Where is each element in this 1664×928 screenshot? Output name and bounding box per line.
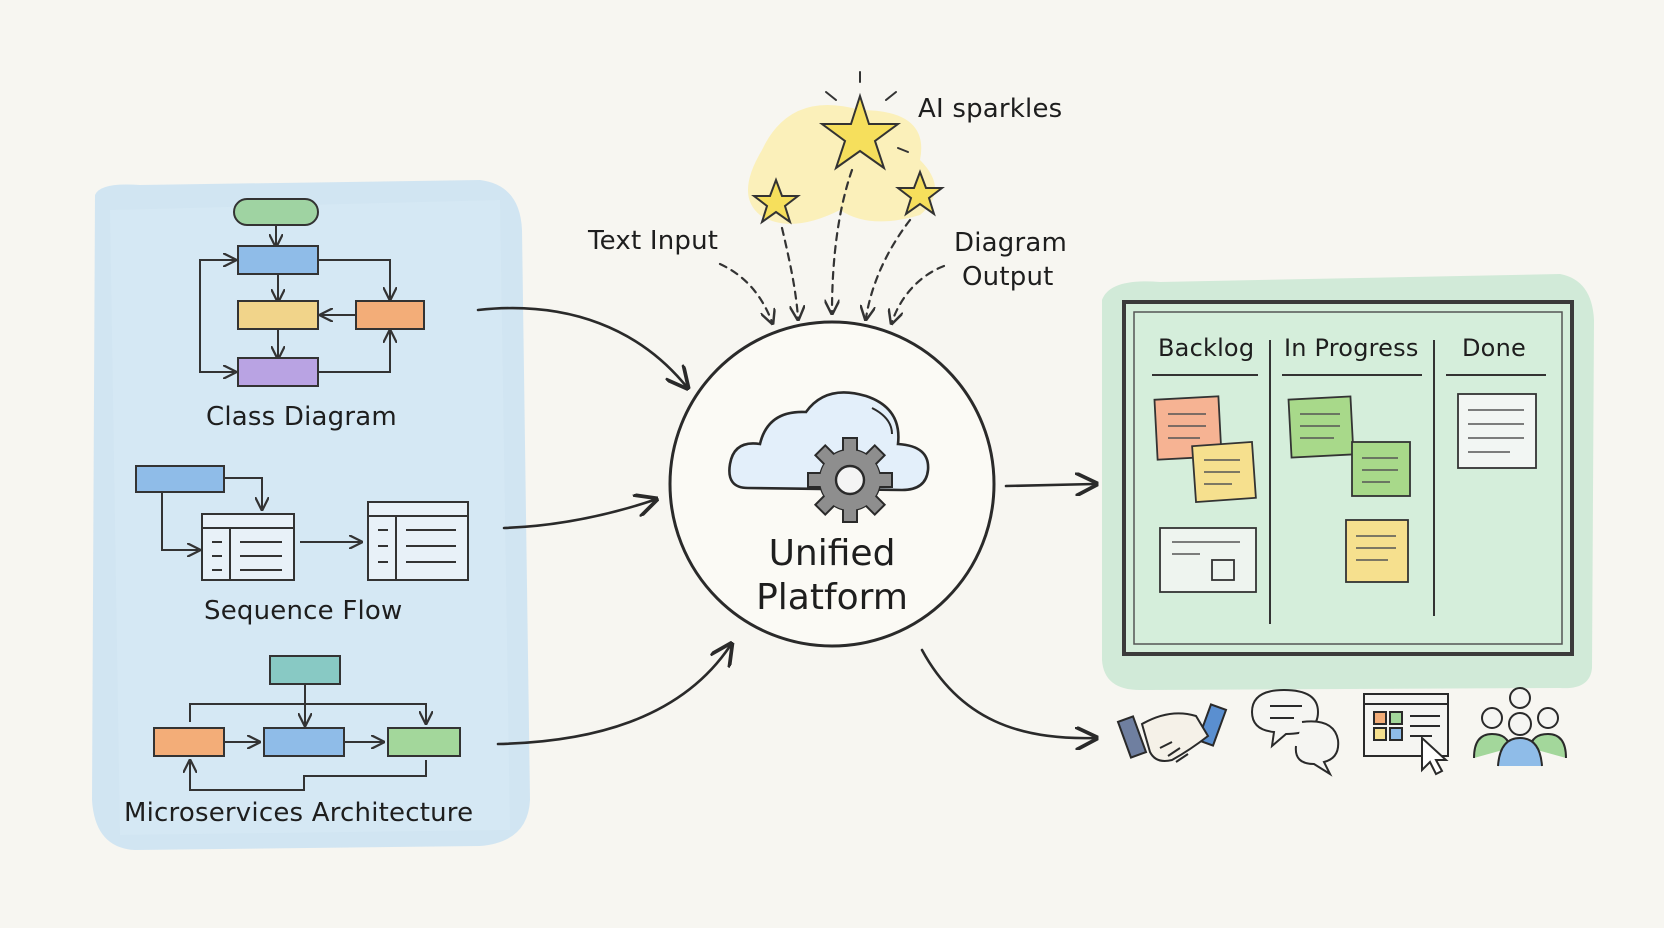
board-column-done: Done [1462, 334, 1526, 362]
dashed-arrow-text-input [718, 262, 772, 322]
platform-title-line2: Platform [756, 577, 908, 618]
sequence-start-node [135, 465, 225, 493]
platform-title-line1: Unified [768, 533, 896, 574]
kanban-board [1122, 300, 1574, 656]
microservice-node-orange [153, 727, 225, 757]
cloud-gear-icon [728, 391, 930, 523]
handshake-icon [1116, 703, 1228, 763]
label-ai-sparkles: AI sparkles [918, 94, 1063, 124]
class-diagram-node-blue [237, 245, 319, 275]
arrow-platform-to-collab [920, 648, 1094, 738]
microservice-gateway-node [269, 655, 341, 685]
label-microservices-architecture: Microservices Architecture [124, 798, 474, 828]
small-star-right-icon [895, 169, 945, 217]
small-star-left-icon [751, 177, 801, 225]
in-progress-cards [1287, 395, 1411, 583]
label-diagram-output-line2: Output [962, 262, 1054, 292]
dashboard-cursor-icon [1363, 693, 1449, 776]
dashed-arrow-star-right [866, 218, 912, 318]
label-diagram-output-line1: Diagram [954, 228, 1068, 258]
done-cards [1457, 393, 1537, 469]
arrow-class-to-platform [476, 306, 686, 386]
class-diagram-start-node [233, 198, 319, 226]
class-diagram-node-yellow [237, 300, 319, 330]
arrow-platform-to-board [1004, 484, 1094, 486]
board-column-backlog: Backlog [1158, 334, 1255, 362]
microservice-node-green [387, 727, 461, 757]
board-column-in-progress: In Progress [1284, 334, 1419, 362]
arrow-sequence-to-platform [502, 500, 654, 530]
dashed-arrow-diagram-output [892, 264, 946, 322]
sequence-flow-illustration [135, 465, 469, 581]
microservice-node-blue [263, 727, 345, 757]
team-icon [1473, 687, 1567, 767]
class-diagram-node-orange [355, 300, 425, 330]
sequence-table-2 [367, 501, 469, 581]
label-text-input: Text Input [588, 226, 719, 256]
ai-sparkles-illustration [747, 71, 945, 225]
microservices-illustration [153, 655, 461, 791]
backlog-cards [1153, 395, 1257, 593]
class-diagram-node-purple [237, 357, 319, 387]
dashed-arrow-star-left [780, 226, 798, 318]
big-star-icon [818, 92, 902, 171]
label-sequence-flow: Sequence Flow [204, 596, 403, 626]
arrow-micro-to-platform [496, 646, 730, 746]
label-class-diagram: Class Diagram [206, 402, 397, 432]
class-diagram-illustration [199, 198, 425, 387]
dashed-arrow-star-center [832, 168, 854, 312]
chat-bubbles-icon [1250, 688, 1340, 777]
